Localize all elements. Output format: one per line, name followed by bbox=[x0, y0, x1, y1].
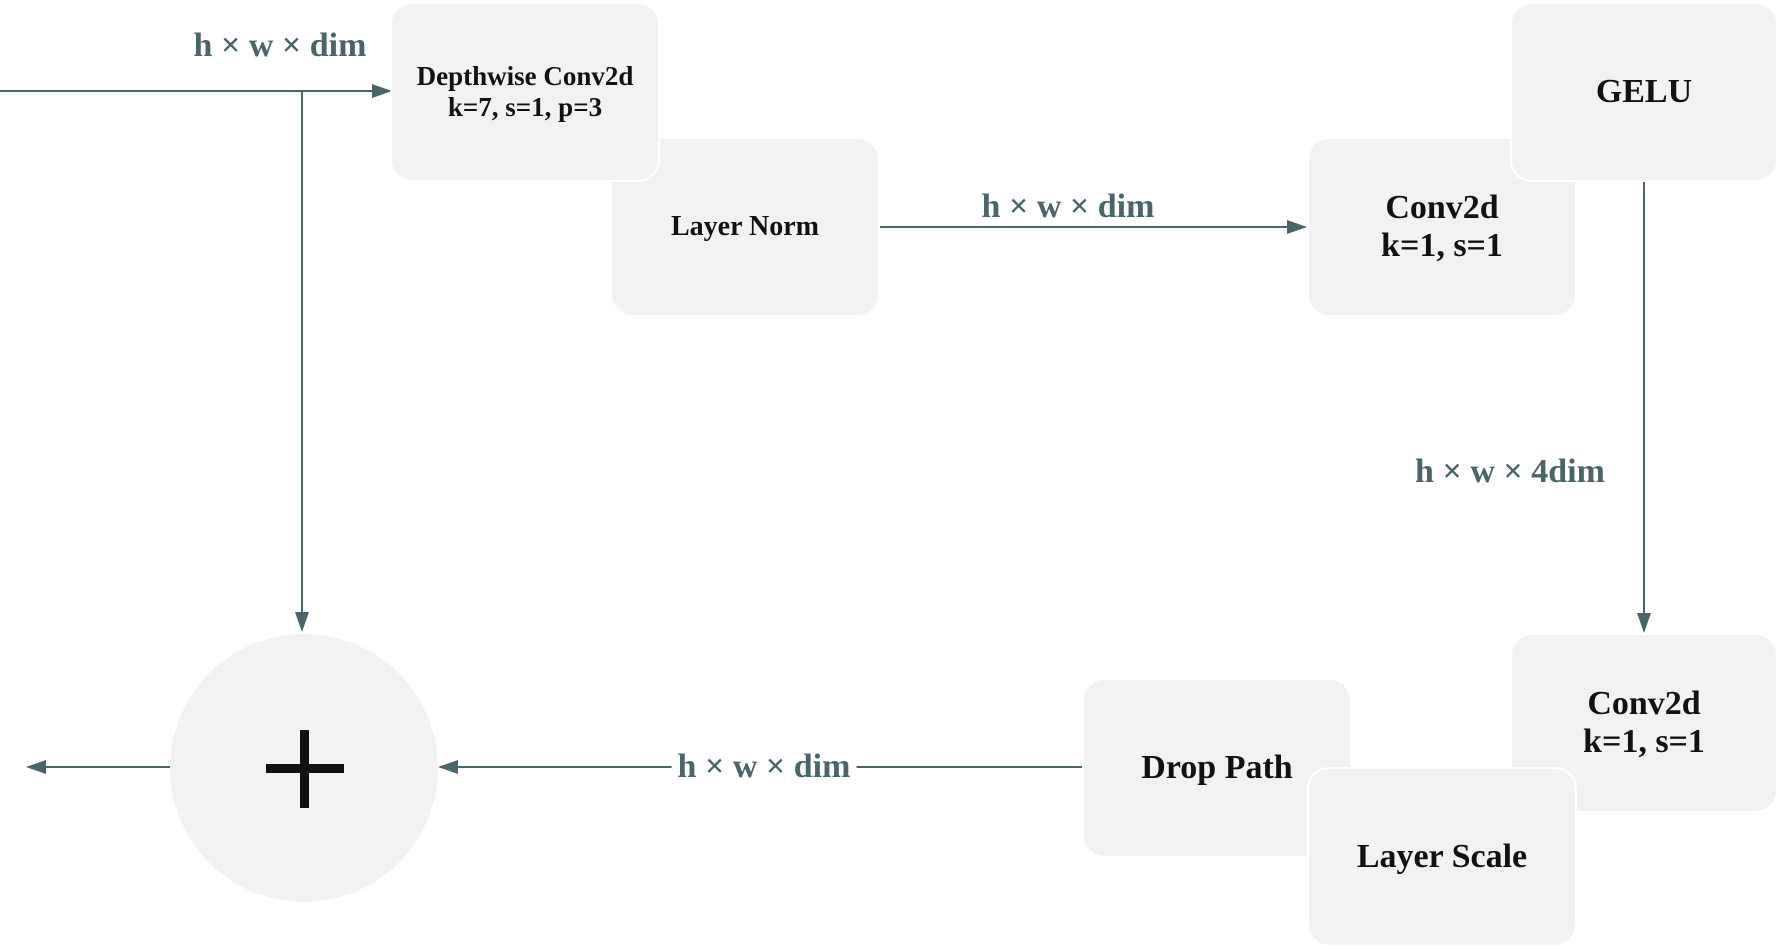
conv2d-project-params: k=1, s=1 bbox=[1583, 723, 1705, 760]
gelu-title: GELU bbox=[1595, 73, 1693, 110]
plus-icon bbox=[266, 730, 344, 808]
layer-scale-title: Layer Scale bbox=[1356, 838, 1528, 875]
depthwise-conv-node: Depthwise Conv2d k=7, s=1, p=3 bbox=[390, 2, 660, 182]
depthwise-conv-title: Depthwise Conv2d bbox=[416, 61, 634, 91]
conv2d-project-title: Conv2d bbox=[1587, 685, 1701, 722]
drop-to-add-shape-label: h × w × dim bbox=[671, 750, 857, 784]
drop-path-title: Drop Path bbox=[1141, 749, 1293, 786]
layer-norm-title: Layer Norm bbox=[671, 211, 819, 242]
gelu-node: GELU bbox=[1510, 2, 1778, 182]
residual-add-node bbox=[170, 634, 438, 902]
layer-scale-node: Layer Scale bbox=[1307, 767, 1577, 947]
conv2d-expand-params: k=1, s=1 bbox=[1381, 227, 1503, 264]
input-shape-label: h × w × dim bbox=[193, 27, 367, 64]
gelu-to-conv-shape-label: h × w × 4dim bbox=[1415, 453, 1605, 490]
norm-to-conv-shape-label: h × w × dim bbox=[981, 188, 1155, 225]
depthwise-conv-params: k=7, s=1, p=3 bbox=[447, 92, 603, 122]
conv2d-expand-title: Conv2d bbox=[1385, 189, 1499, 226]
